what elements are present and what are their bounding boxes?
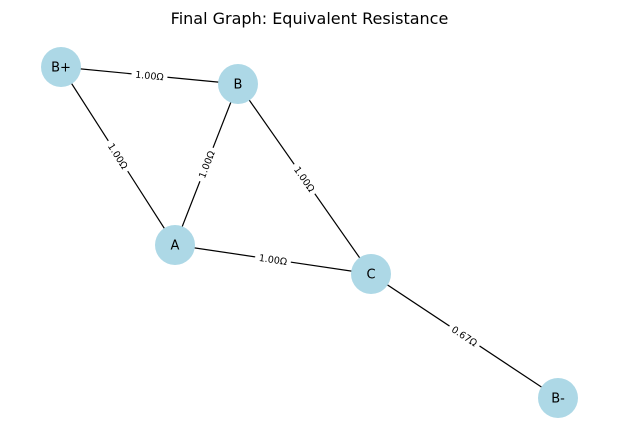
edge-label-background (193, 145, 220, 184)
node-label-bplus: B+ (51, 61, 71, 76)
nodes-layer: B+ B A C B- (41, 47, 578, 418)
node-circle-a (155, 225, 195, 265)
node-circle-c (351, 254, 391, 294)
edge-label-group-bplus-a: 1.00Ω (102, 137, 134, 175)
edge-label-group-b-a: 1.00Ω (193, 145, 220, 184)
node-label-a: A (171, 239, 180, 254)
edge-label-background (102, 137, 134, 175)
edge-labels-layer: 1.00Ω 1.00Ω 1.00Ω 1.00Ω 1.00Ω 0.67Ω (102, 67, 484, 352)
node-circle-bplus (41, 47, 81, 87)
edge-label-group-a-c: 1.00Ω (254, 250, 292, 269)
node-label-bminus: B- (551, 392, 565, 407)
edge-label-group-c-bminus: 0.67Ω (445, 320, 484, 352)
edge-label-group-bplus-b: 1.00Ω (130, 67, 169, 84)
node-label-b: B (234, 78, 243, 93)
node-circle-b (218, 64, 258, 104)
edge-label-background (288, 160, 321, 198)
node-bminus: B- (538, 378, 578, 418)
edge-label-background (445, 320, 484, 352)
node-circle-bminus (538, 378, 578, 418)
node-c: C (351, 254, 391, 294)
node-bplus: B+ (41, 47, 81, 87)
node-a: A (155, 225, 195, 265)
edge-label-a-c: 1.00Ω (258, 253, 288, 268)
edge-label-background (254, 250, 292, 269)
graph-title: Final Graph: Equivalent Resistance (171, 9, 449, 28)
edge-label-background (130, 67, 169, 84)
edges-layer (60, 66, 559, 399)
node-b: B (218, 64, 258, 104)
node-label-c: C (366, 268, 375, 283)
edge-label-group-b-c: 1.00Ω (288, 160, 321, 198)
edge-label-bplus-b: 1.00Ω (135, 70, 164, 84)
